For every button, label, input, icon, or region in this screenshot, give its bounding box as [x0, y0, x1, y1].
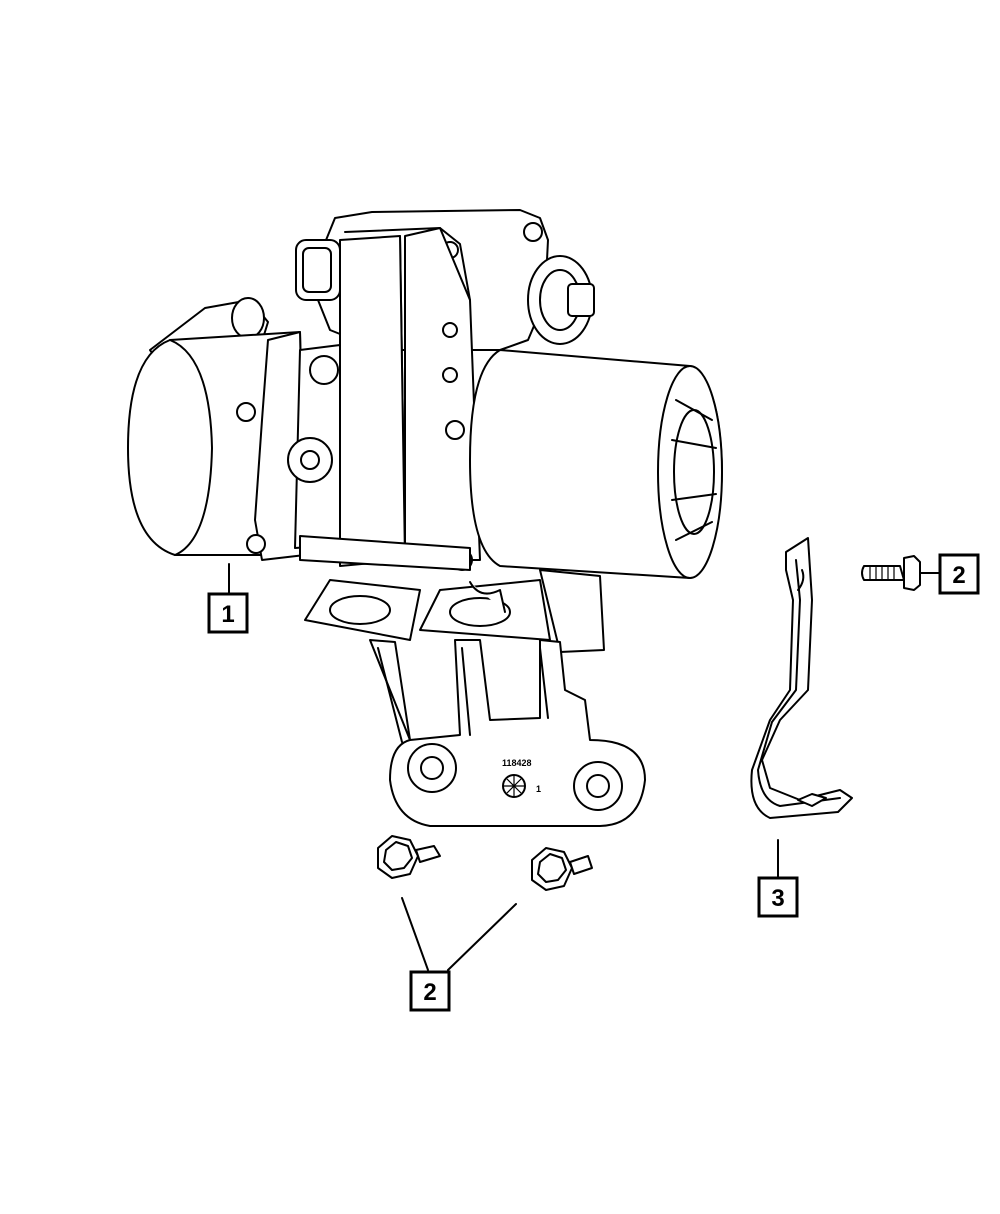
callout-2-bottom: 2: [409, 970, 451, 1012]
mounting-bracket-part: [750, 537, 853, 819]
callout-2-bottom-label: 2: [423, 979, 436, 1006]
callout-1-label: 1: [221, 601, 234, 628]
bolt-bottom-left: [377, 835, 441, 879]
callout-3: 3: [757, 876, 799, 918]
callout-1: 1: [207, 592, 249, 634]
callout-2-right: 2: [938, 553, 980, 595]
leader-lines: [228, 563, 941, 971]
bolt-right: [861, 555, 921, 591]
callout-3-label: 3: [771, 885, 784, 912]
part-code-stamp: 118428: [502, 758, 532, 768]
date-wheel-mark: 1: [536, 784, 541, 794]
callout-2-right-label: 2: [952, 562, 965, 589]
bolt-bottom-right: [531, 847, 593, 891]
power-steering-pump-assembly: [127, 209, 723, 827]
